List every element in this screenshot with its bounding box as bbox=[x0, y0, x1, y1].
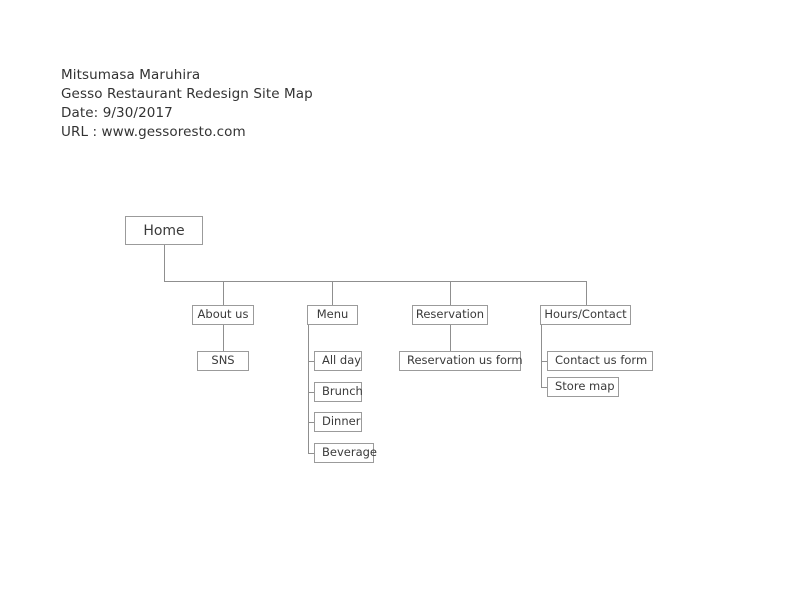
node-menu[interactable]: Menu bbox=[307, 305, 358, 325]
node-reservation-label: Reservation bbox=[415, 307, 485, 322]
node-menu-label: Menu bbox=[316, 307, 349, 322]
node-store-map[interactable]: Store map bbox=[547, 377, 619, 397]
connector-hours-stub-store-map bbox=[541, 387, 548, 388]
connector-bus-to-menu bbox=[332, 281, 333, 305]
node-dinner-label: Dinner bbox=[322, 414, 361, 429]
connector-hours-contact-spine bbox=[541, 325, 542, 387]
node-store-map-label: Store map bbox=[555, 379, 615, 394]
connector-menu-spine bbox=[308, 325, 309, 453]
node-contact-us-form-label: Contact us form bbox=[555, 353, 648, 368]
connector-bus-horizontal bbox=[164, 281, 587, 282]
node-home[interactable]: Home bbox=[125, 216, 203, 245]
node-reservation-us-form-label: Reservation us form bbox=[407, 353, 523, 368]
header-title: Gesso Restaurant Redesign Site Map bbox=[61, 86, 313, 102]
connector-reservation-to-form bbox=[450, 325, 451, 351]
node-sns[interactable]: SNS bbox=[197, 351, 249, 371]
connector-menu-stub-all-day bbox=[308, 361, 315, 362]
node-dinner[interactable]: Dinner bbox=[314, 412, 362, 432]
node-contact-us-form[interactable]: Contact us form bbox=[547, 351, 653, 371]
node-about-us[interactable]: About us bbox=[192, 305, 254, 325]
connector-bus-to-hours-contact bbox=[586, 281, 587, 305]
node-all-day[interactable]: All day bbox=[314, 351, 362, 371]
node-brunch[interactable]: Brunch bbox=[314, 382, 363, 402]
header-date: Date: 9/30/2017 bbox=[61, 105, 173, 121]
connector-menu-stub-brunch bbox=[308, 392, 315, 393]
connector-hours-stub-contact-form bbox=[541, 361, 548, 362]
connector-bus-to-reservation bbox=[450, 281, 451, 305]
node-beverage-label: Beverage bbox=[322, 445, 377, 460]
connector-menu-stub-dinner bbox=[308, 422, 315, 423]
connector-bus-to-about-us bbox=[223, 281, 224, 305]
node-reservation[interactable]: Reservation bbox=[412, 305, 488, 325]
node-sns-label: SNS bbox=[211, 353, 235, 368]
header-author: Mitsumasa Maruhira bbox=[61, 67, 201, 83]
connector-menu-stub-beverage bbox=[308, 453, 315, 454]
connector-home-down bbox=[164, 245, 165, 282]
node-about-us-label: About us bbox=[197, 307, 249, 322]
header-url: URL : www.gessoresto.com bbox=[61, 124, 246, 140]
node-beverage[interactable]: Beverage bbox=[314, 443, 377, 463]
node-reservation-us-form[interactable]: Reservation us form bbox=[399, 351, 523, 371]
node-home-label: Home bbox=[143, 222, 185, 239]
document-header: Mitsumasa Maruhira Gesso Restaurant Rede… bbox=[61, 66, 313, 142]
node-hours-contact-label: Hours/Contact bbox=[544, 307, 627, 322]
node-hours-contact[interactable]: Hours/Contact bbox=[540, 305, 631, 325]
node-all-day-label: All day bbox=[322, 353, 362, 368]
node-brunch-label: Brunch bbox=[322, 384, 363, 399]
connector-about-us-to-sns bbox=[223, 325, 224, 351]
